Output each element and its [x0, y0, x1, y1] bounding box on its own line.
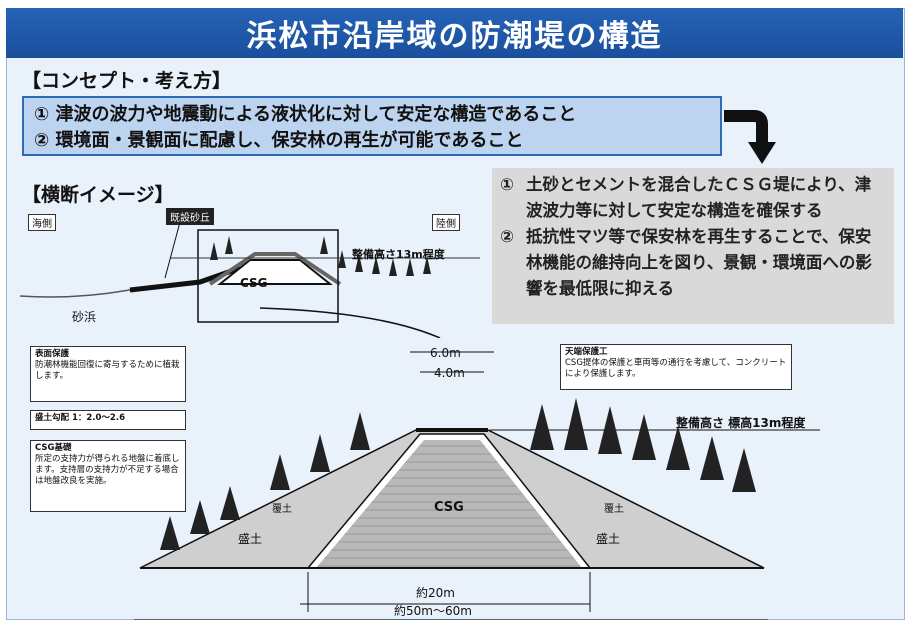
- small-height-note: 整備高さ13m程度: [352, 248, 445, 261]
- base-width-label: 約20m: [416, 586, 455, 600]
- cover-left-label: 覆土: [272, 504, 292, 515]
- fill-left-label: 盛土: [238, 532, 263, 546]
- existing-dune-tag: 既設砂丘: [166, 208, 214, 225]
- total-width-label: 約50m～60m: [394, 604, 472, 618]
- slope-callout: 盛土勾配 1：2.0～2.6: [30, 410, 186, 430]
- concept-item: ① 津波の波力や地震動による液状化に対して安定な構造であること: [34, 104, 577, 125]
- csg-label: CSG: [434, 500, 464, 515]
- measures-box: ① 土砂とセメントを混合したＣＳＧ堤により、津波波力等に対して安定な構造を確保す…: [492, 168, 894, 324]
- diagram-title: 浜松市沿岸域の防潮堤の構造: [6, 8, 903, 58]
- small-cross-section: [20, 221, 490, 338]
- crown-callout: 天端保護工 CSG提体の保護と車両等の通行を考慮して、コンクリートにより保護しま…: [560, 344, 792, 390]
- csg-base-callout: CSG基礎 所定の支持力が得られる地盤に着底します。支持層の支持力が不足する場合…: [30, 440, 186, 512]
- bent-arrow-icon: [724, 110, 776, 164]
- beach-label: 砂浜: [72, 310, 97, 324]
- concept-item: ② 環境面・景観面に配慮し、保安林の再生が可能であること: [34, 130, 524, 151]
- cover-right-label: 覆土: [604, 504, 624, 515]
- fill-right-label: 盛土: [596, 532, 621, 546]
- cross-section-heading: 【横断イメージ】: [22, 184, 174, 206]
- measure-item: ① 土砂とセメントを混合したＣＳＧ堤により、津波波力等に対して安定な構造を確保す…: [500, 175, 872, 220]
- land-side-tag: 陸側: [432, 214, 460, 231]
- sea-side-tag: 海側: [28, 214, 56, 231]
- concept-box: ① 津波の波力や地震動による液状化に対して安定な構造であること ② 環境面・景観…: [22, 96, 722, 156]
- surface-callout: 表面保護 防潮林機能回復に寄与するために植栽します。: [30, 346, 186, 402]
- measure-item: ② 抵抗性マツ等で保安林を再生することで、保安林機能の維持向上を図り、景観・環境…: [500, 227, 872, 298]
- height-note-label: 整備高さ 標高13m程度: [676, 416, 806, 430]
- concept-heading: 【コンセプト・考え方】: [22, 70, 232, 92]
- detail-cross-section: [134, 351, 820, 620]
- small-csg-label: CSG: [240, 276, 268, 290]
- top-width-outer-label: 6.0m: [430, 346, 461, 360]
- top-width-inner-label: 4.0m: [434, 366, 465, 380]
